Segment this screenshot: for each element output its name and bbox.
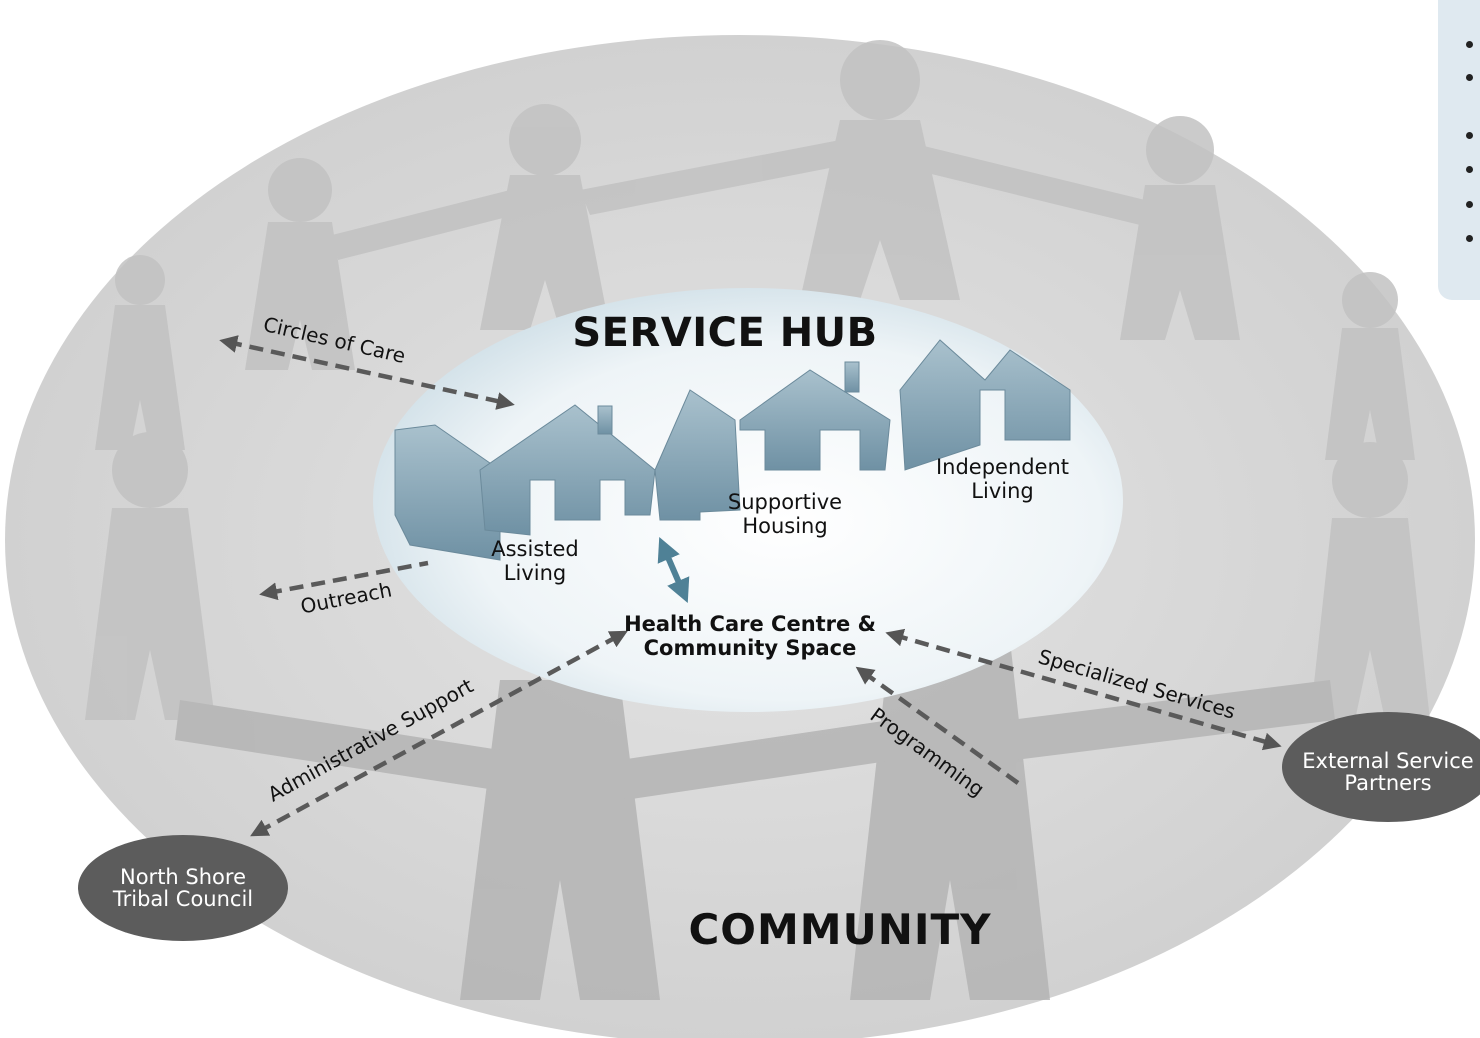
independent-living-label: Independent Living xyxy=(915,455,1090,503)
outreach-arrow xyxy=(259,560,429,601)
independent-living-line-1: Independent xyxy=(935,455,1070,479)
bullet-icon xyxy=(1466,41,1473,48)
service-hub-title: SERVICE HUB xyxy=(572,310,878,356)
health-centre-line-2: Community Space xyxy=(643,636,857,660)
assisted-living-label: Assisted Living xyxy=(470,537,600,585)
bullet-icon xyxy=(1466,132,1473,139)
connection-arrows xyxy=(219,335,1282,837)
external-partners-pill xyxy=(1282,712,1480,822)
health-care-centre-label: Health Care Centre & Community Space xyxy=(600,612,900,660)
external-partners-line-2: Partners xyxy=(1344,771,1432,795)
assisted-living-line-2: Living xyxy=(503,561,567,585)
supportive-housing-label: Supportive Housing xyxy=(705,490,865,538)
bullet-icon xyxy=(1466,235,1473,242)
hub-internal-arrow xyxy=(657,536,690,604)
paper-houses xyxy=(394,339,1071,561)
assisted-living-line-1: Assisted xyxy=(491,537,579,561)
community-title: COMMUNITY xyxy=(688,905,992,954)
bullet-icon xyxy=(1466,201,1473,208)
bullet-icon xyxy=(1466,166,1473,173)
bullet-icon xyxy=(1466,74,1473,81)
north-shore-label: North Shore Tribal Council xyxy=(83,866,283,910)
supportive-housing-line-2: Housing xyxy=(742,514,828,538)
administrative-support-arrow xyxy=(250,630,628,837)
external-partners-line-1: External Service xyxy=(1302,749,1474,773)
north-shore-pill xyxy=(78,835,288,941)
north-shore-line-2: Tribal Council xyxy=(112,887,254,911)
external-partners-label: External Service Partners xyxy=(1290,750,1480,794)
independent-living-line-2: Living xyxy=(971,479,1034,503)
notes-panel xyxy=(1438,0,1480,300)
supportive-housing-line-1: Supportive xyxy=(727,490,843,514)
north-shore-line-1: North Shore xyxy=(120,865,246,889)
circles-of-care-arrow xyxy=(219,335,515,410)
health-centre-line-1: Health Care Centre & xyxy=(624,612,876,636)
